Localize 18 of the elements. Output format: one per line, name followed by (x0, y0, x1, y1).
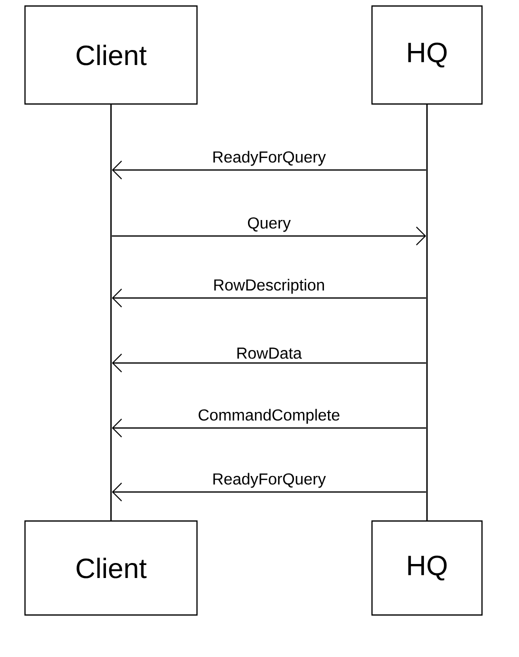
edge-label: RowData (235, 346, 303, 360)
lifeline (426, 104, 428, 521)
message-arrow (112, 288, 426, 308)
edge-label: Query (246, 216, 292, 233)
lifeline (110, 104, 112, 521)
participant-box: Client (24, 5, 198, 105)
message-arrow (112, 482, 426, 502)
message-arrow (112, 354, 426, 372)
message-arrow (112, 160, 426, 180)
edge-label: CommandComplete (196, 408, 342, 425)
edge-label: ReadyForQuery (211, 472, 327, 489)
edge-label: ReadyForQuery (211, 150, 327, 167)
participant-box: HQ (371, 520, 483, 616)
edge-label: RowDescription (212, 278, 326, 295)
participant-box: HQ (371, 5, 483, 105)
message-arrow (112, 418, 426, 438)
participant-box: Client (24, 520, 198, 616)
message-arrow (112, 226, 426, 246)
